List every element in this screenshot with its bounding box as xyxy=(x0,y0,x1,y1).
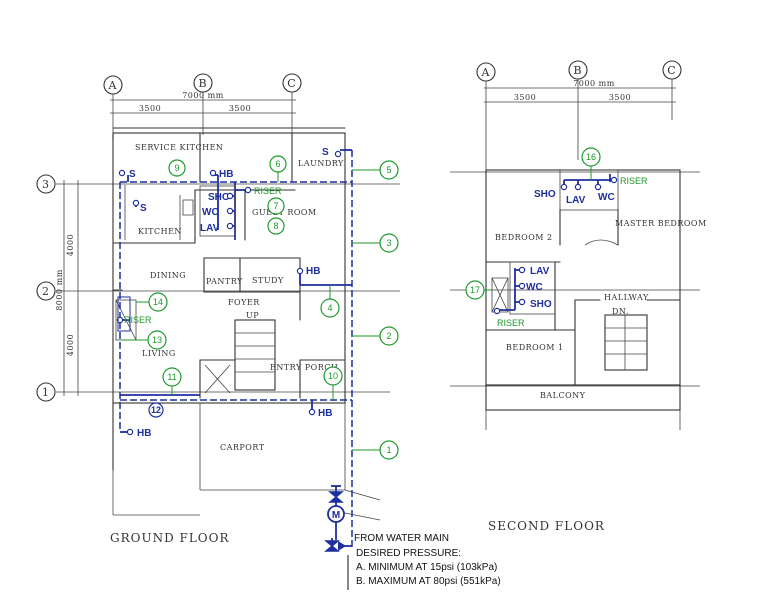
dim-left: 3500 xyxy=(139,104,161,113)
fixture-sink-kitchen: S xyxy=(140,203,147,214)
ground-fixtures: S HB S S SHO WC LAV HB HB HB RISER RISER xyxy=(116,147,342,439)
second-room-labels: BEDROOM 2 MASTER BEDROOM HALLWAY DN. BED… xyxy=(488,219,707,533)
dim-v-total: 8000 mm xyxy=(55,269,64,311)
fixture-hb-front: HB xyxy=(137,428,151,439)
second-node-markers: 16 17 xyxy=(465,147,601,300)
riser-ground-1: RISER xyxy=(254,186,282,196)
room-carport: CARPORT xyxy=(220,443,265,452)
ground-walls xyxy=(112,127,381,521)
note-minimum: A. MINIMUM AT 15psi (103kPa) xyxy=(356,562,497,573)
room-entry-porch: ENTRY PORCH xyxy=(270,363,338,372)
note-maximum: B. MAXIMUM AT 80psi (551kPa) xyxy=(356,576,501,587)
second-dim-total: 7000 mm xyxy=(573,79,615,88)
riser-second-2: RISER xyxy=(497,318,525,328)
room-service-kitchen: SERVICE KITCHEN xyxy=(135,143,223,152)
node-5: 5 xyxy=(386,165,391,175)
room-pantry: PANTRY xyxy=(206,277,243,286)
node-14: 14 xyxy=(153,297,163,307)
grid-col-b: B xyxy=(198,77,207,90)
fixture-hb-porch: HB xyxy=(318,408,332,419)
second-walls xyxy=(485,169,681,430)
node-2: 2 xyxy=(386,331,391,341)
pressure-notes: FROM WATER MAIN DESIRED PRESSURE: A. MIN… xyxy=(354,533,501,587)
grid-row-2: 2 xyxy=(42,285,50,298)
riser-ground-2: RISER xyxy=(124,315,152,325)
second-grid-col-c: C xyxy=(667,64,676,77)
room-study: STUDY xyxy=(252,276,284,285)
room-guest: GUEST ROOM xyxy=(252,208,317,217)
second-dim-right: 3500 xyxy=(609,93,631,102)
ground-node-markers: 1 2 3 4 5 6 7 8 9 10 11 12 13 14 xyxy=(120,155,399,460)
second-grid-col-b: B xyxy=(573,64,582,77)
node-7: 7 xyxy=(273,201,278,211)
node-3: 3 xyxy=(386,238,391,248)
second-floor-title: SECOND FLOOR xyxy=(488,519,605,533)
fixture-sink-service: S xyxy=(129,169,136,180)
fixture-sho-master: SHO xyxy=(534,189,556,200)
node-11: 11 xyxy=(167,372,176,382)
room-dining: DINING xyxy=(150,271,186,280)
second-grid-col-a: A xyxy=(481,66,491,79)
fixture-wc-master: WC xyxy=(598,192,615,203)
fixture-wc-guest: WC xyxy=(202,207,219,218)
room-kitchen: KITCHEN xyxy=(138,227,182,236)
water-meter-label: M xyxy=(332,510,340,521)
grid-row-3: 3 xyxy=(42,178,50,191)
node-10: 10 xyxy=(328,371,338,381)
second-grid: A B C 7000 mm 3500 3500 xyxy=(450,60,700,410)
water-main-assembly: M xyxy=(324,485,352,590)
dim-v-bottom: 4000 xyxy=(66,334,75,356)
dim-total: 7000 mm xyxy=(182,91,224,100)
node-17: 17 xyxy=(470,285,480,295)
room-up: UP xyxy=(246,311,259,320)
fixture-lav-master: LAV xyxy=(566,195,586,206)
ground-floor-title: GROUND FLOOR xyxy=(110,531,230,545)
room-hallway: HALLWAY xyxy=(604,293,649,302)
node-12: 12 xyxy=(151,405,161,415)
riser-second-1: RISER xyxy=(620,176,648,186)
fixture-sink-laundry: S xyxy=(322,147,329,158)
fixture-lav-guest: LAV xyxy=(200,223,220,234)
room-laundry: LAUNDRY xyxy=(298,159,344,168)
fixture-hb-kitchen: HB xyxy=(219,169,233,180)
fixture-hb-study: HB xyxy=(306,266,320,277)
fixture-wc-bed1: WC xyxy=(526,282,543,293)
fixture-sho-guest: SHO xyxy=(208,192,230,203)
ground-room-labels: SERVICE KITCHEN LAUNDRY KITCHEN GUEST RO… xyxy=(110,143,344,545)
dim-right: 3500 xyxy=(229,104,251,113)
fixture-lav-bed1: LAV xyxy=(530,266,550,277)
dim-v-top: 4000 xyxy=(66,234,75,256)
node-4: 4 xyxy=(327,303,332,313)
room-foyer: FOYER xyxy=(228,298,260,307)
node-9: 9 xyxy=(174,163,179,173)
node-1: 1 xyxy=(386,445,391,455)
node-6: 6 xyxy=(275,159,280,169)
room-bedroom-1: BEDROOM 1 xyxy=(506,343,564,352)
grid-col-c: C xyxy=(287,77,296,90)
note-desired-pressure: DESIRED PRESSURE: xyxy=(356,548,461,559)
node-8: 8 xyxy=(273,221,278,231)
second-dim-left: 3500 xyxy=(514,93,536,102)
room-dn: DN. xyxy=(612,307,629,316)
fixture-sho-bed1: SHO xyxy=(530,299,552,310)
node-13: 13 xyxy=(152,335,162,345)
room-master-bedroom: MASTER BEDROOM xyxy=(615,219,707,228)
room-living: LIVING xyxy=(142,349,176,358)
note-water-main: FROM WATER MAIN xyxy=(354,533,449,544)
grid-row-1: 1 xyxy=(42,386,50,399)
grid-col-a: A xyxy=(108,79,118,92)
room-balcony: BALCONY xyxy=(540,391,586,400)
second-fixtures: SHO LAV WC RISER LAV WC SHO RISER xyxy=(493,176,648,328)
node-16: 16 xyxy=(586,152,596,162)
room-bedroom-2: BEDROOM 2 xyxy=(495,233,553,242)
